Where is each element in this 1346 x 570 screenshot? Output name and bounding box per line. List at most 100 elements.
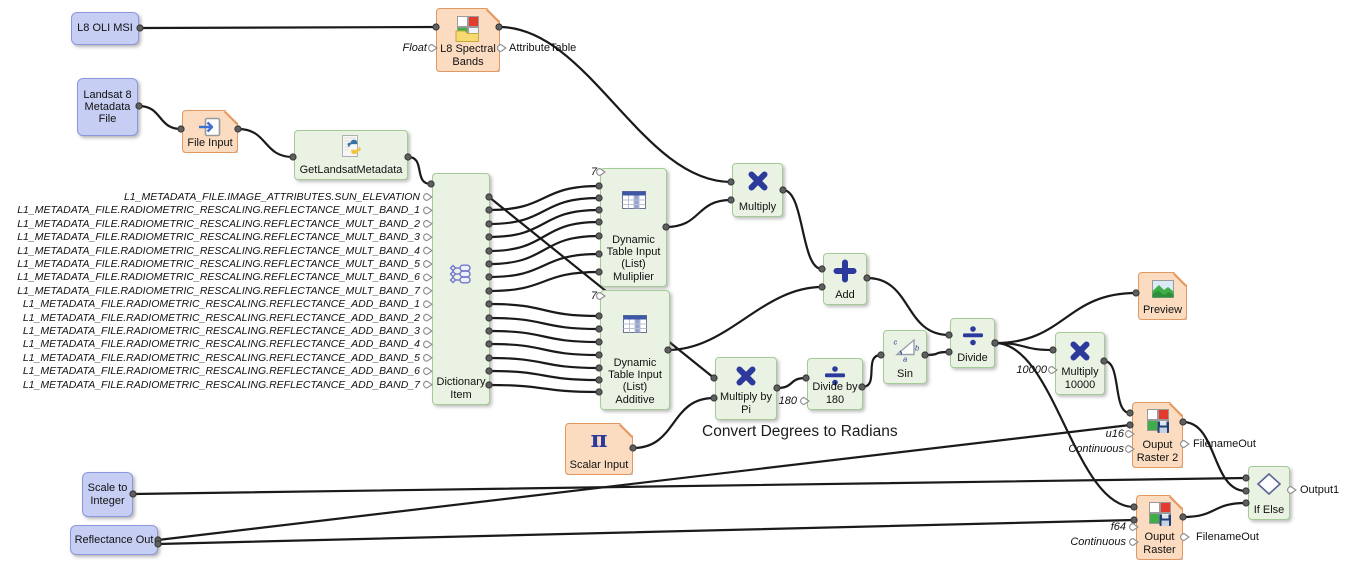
- edge: [487, 208, 601, 239]
- multiply-icon: [733, 168, 782, 194]
- node-label-line: Bands: [452, 55, 484, 68]
- file-input-icon: [183, 115, 237, 139]
- node-label-line: Dynamic: [612, 233, 655, 246]
- port-label: Float: [402, 42, 427, 54]
- node-label-line: Raster 2: [1136, 451, 1179, 464]
- dictionary-key-label: L1_METADATA_FILE.RADIOMETRIC_RESCALING.R…: [22, 338, 420, 351]
- open-port[interactable]: [423, 219, 433, 228]
- node-label-line: Pi: [741, 403, 751, 416]
- svg-text:c: c: [894, 338, 898, 347]
- edge: [1181, 420, 1248, 493]
- node-multiply[interactable]: Multiply: [732, 163, 783, 217]
- node-label: Add: [824, 289, 866, 301]
- node-get-landsat-metadata[interactable]: GetLandsatMetadata: [294, 130, 408, 180]
- node-file-input[interactable]: File Input: [182, 110, 238, 153]
- open-port[interactable]: [423, 260, 433, 268]
- open-port[interactable]: [423, 233, 433, 242]
- open-port[interactable]: [423, 246, 433, 255]
- node-label: Scalar Input: [566, 459, 632, 471]
- node-label: Reflectance Out: [75, 534, 154, 546]
- open-port[interactable]: [423, 340, 433, 349]
- node-add[interactable]: Add: [823, 253, 867, 305]
- open-port[interactable]: [423, 300, 433, 309]
- edge: [860, 353, 883, 389]
- folder-bands-icon: [437, 14, 499, 44]
- node-label-line: Scale to: [87, 482, 128, 495]
- node-label-line: Multiply: [1061, 366, 1099, 379]
- port-label: Output1: [1300, 484, 1340, 496]
- open-port[interactable]: [428, 44, 438, 52]
- dictionary-key-label: L1_METADATA_FILE.RADIOMETRIC_RESCALING.R…: [22, 298, 420, 311]
- edge: [1181, 501, 1248, 519]
- open-port[interactable]: [423, 353, 433, 362]
- open-port[interactable]: [423, 273, 433, 282]
- node-label-line: Divide by: [812, 381, 858, 394]
- node-preview[interactable]: Preview: [1138, 272, 1187, 320]
- dictionary-key-label: L1_METADATA_FILE.RADIOMETRIC_RESCALING.R…: [22, 378, 420, 391]
- port-label: 7: [590, 290, 597, 302]
- node-label: File Input: [183, 137, 237, 149]
- open-port[interactable]: [423, 380, 433, 389]
- edge: [487, 329, 601, 344]
- edge: [666, 285, 824, 352]
- port-label: Continuous: [1068, 443, 1124, 455]
- edge: [487, 316, 601, 331]
- edge: [993, 341, 1055, 352]
- dictionary-key-label: L1_METADATA_FILE.RADIOMETRIC_RESCALING.R…: [17, 204, 420, 217]
- port-label: 180: [778, 395, 797, 407]
- node-label-line: Ouput: [1142, 439, 1173, 452]
- node-l8-oli-msi[interactable]: L8 OLI MSI: [71, 12, 139, 45]
- open-port[interactable]: [423, 286, 433, 295]
- edge: [487, 342, 601, 357]
- node-label-line: Muliplier: [613, 270, 654, 283]
- edge: [487, 220, 601, 253]
- svg-text:π: π: [591, 426, 608, 452]
- node-label-line: Divide: [957, 351, 988, 364]
- node-label-line: Integer: [90, 494, 125, 507]
- dictionary-key-label: L1_METADATA_FILE.RADIOMETRIC_RESCALING.R…: [17, 271, 420, 284]
- svg-text:b: b: [915, 344, 919, 353]
- python-icon: [295, 133, 407, 159]
- edge: [487, 196, 601, 226]
- edge: [487, 302, 601, 318]
- open-port[interactable]: [423, 327, 433, 335]
- node-label: GetLandsatMetadata: [295, 164, 407, 176]
- node-if-else[interactable]: If Else: [1248, 466, 1290, 520]
- port-label: FilenameOut: [1193, 438, 1256, 450]
- preview-icon: [1139, 277, 1186, 301]
- edge: [487, 383, 601, 394]
- edge: [236, 127, 295, 159]
- open-port[interactable]: [423, 193, 433, 201]
- table-icon: [601, 187, 666, 213]
- edge: [406, 155, 433, 186]
- open-port[interactable]: [423, 367, 433, 376]
- node-label-line: Multiply: [738, 200, 777, 213]
- node-reflectance-out[interactable]: Reflectance Out: [70, 525, 158, 555]
- dictionary-key-label: L1_METADATA_FILE.RADIOMETRIC_RESCALING.R…: [22, 325, 420, 337]
- dictionary-key-label: L1_METADATA_FILE.RADIOMETRIC_RESCALING.R…: [17, 258, 420, 270]
- dictionary-key-label: L1_METADATA_FILE.RADIOMETRIC_RESCALING.R…: [17, 244, 420, 257]
- open-port[interactable]: [423, 313, 433, 322]
- open-port[interactable]: [423, 206, 433, 215]
- node-label-line: Additive: [615, 393, 655, 406]
- node-divide[interactable]: Divide: [950, 318, 995, 368]
- port-label: Continuous: [1070, 536, 1126, 548]
